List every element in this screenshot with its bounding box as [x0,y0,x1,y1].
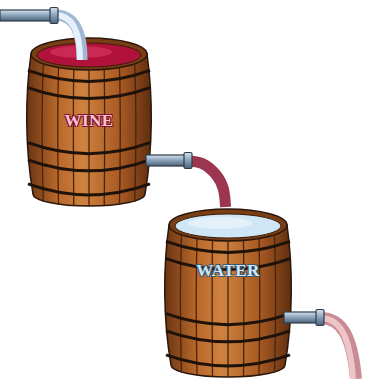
barrel-hoop [28,70,150,81]
barrel-plank [275,236,276,373]
barrel-body [165,225,292,377]
barrel-plank [243,240,245,376]
barrel-hoop [166,355,290,366]
barrel-body [27,54,152,206]
barrel-plank [180,236,181,373]
pipe-cap [316,310,324,326]
barrel-rim [169,209,287,241]
pipe-cap [50,8,58,24]
barrel-label: WINE [28,111,150,131]
barrel-hoop [166,241,290,252]
barrel-plank [196,239,198,376]
barrel-plank [258,239,260,376]
barrel-hoop [28,160,150,171]
barrel-plank [135,65,136,202]
barrel-hoop [166,331,290,342]
mixed-stream [320,318,356,379]
mixed-stream-highlight [320,318,353,379]
barrel-node: WATER [166,207,290,379]
barrel-plank [57,68,59,205]
barrel-plank [42,65,43,202]
barrel-hoop [28,88,150,99]
liquid-surface [175,214,281,238]
barrel-label: WATER [166,261,290,281]
barrel-plank [88,70,89,206]
liquid-highlight [188,217,252,229]
wine-stream [150,161,226,207]
liquid-highlight [50,46,112,58]
barrel-shape [166,207,290,379]
barrel-plank [119,68,121,205]
barrel-plank [211,240,213,376]
liquid-surface [37,43,141,67]
barrel-plank [104,69,106,205]
barrel-plank [73,69,75,205]
barrel-hoop [28,143,150,154]
pipe-cap [184,153,192,169]
inlet-pipe [0,10,52,21]
barrel-rim [31,38,147,70]
barrel-hoop [28,184,150,195]
barrel-hoop [166,314,290,325]
outlet-pipe [146,155,186,166]
barrel-node: WINE [28,36,150,208]
